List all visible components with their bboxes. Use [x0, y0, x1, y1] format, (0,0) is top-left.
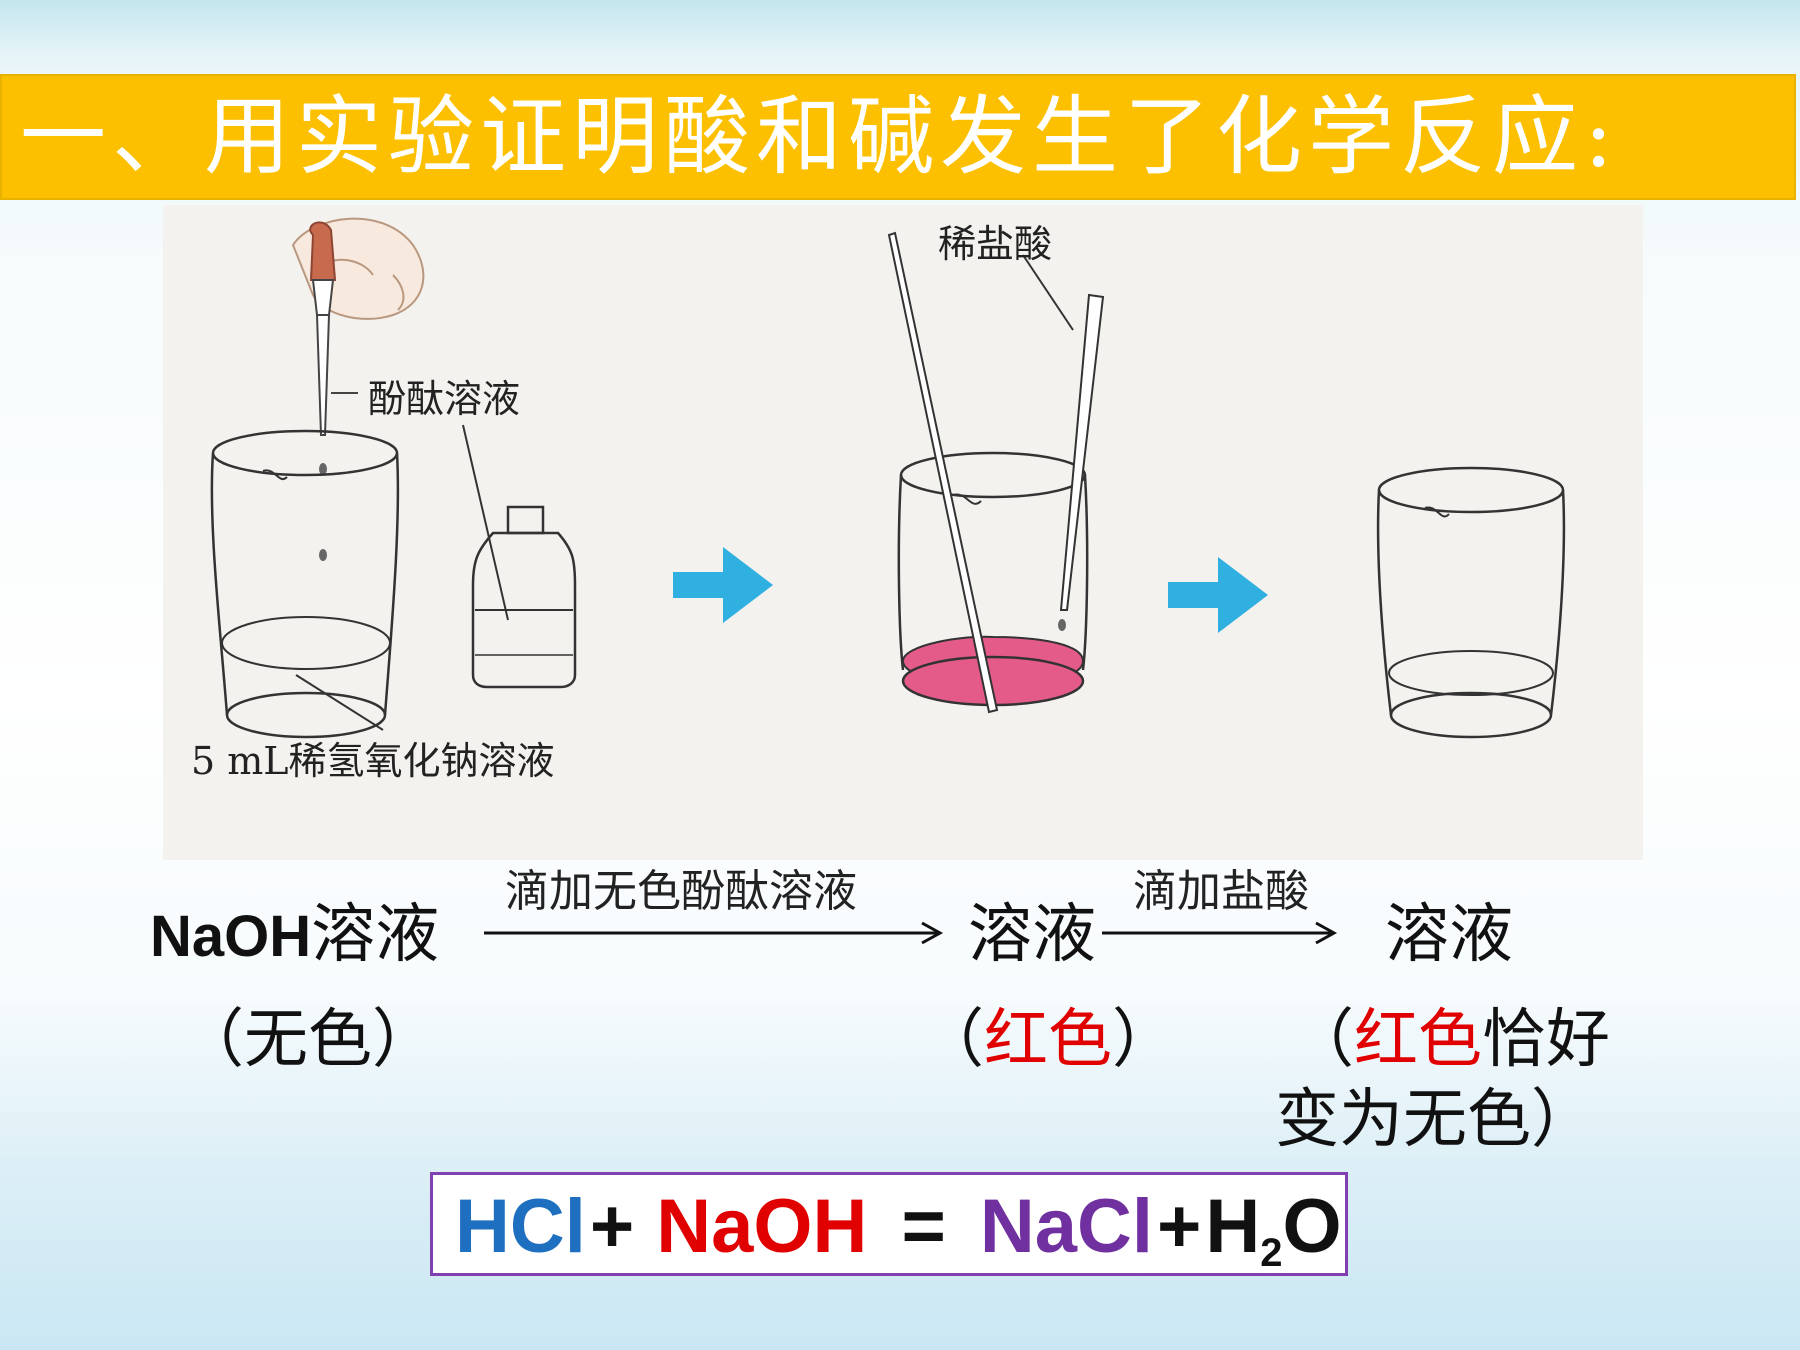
reaction-arrow-2	[1102, 921, 1338, 945]
drop	[319, 549, 327, 561]
beaker-1	[210, 429, 400, 739]
chemical-equation: HCl+NaOH=NaCl+H2O	[455, 1183, 1342, 1275]
water-o: O	[1282, 1184, 1342, 1269]
label-dilute-hcl: 稀盐酸	[938, 222, 1053, 266]
arrow-2	[1168, 557, 1268, 633]
solution-2: 溶液	[968, 898, 1096, 972]
state-colorless: （无色）	[180, 1003, 436, 1077]
flow-start: NaOH溶液	[150, 895, 439, 975]
slide-title: 一、用实验证明酸和碱发生了化学反应:	[20, 87, 1619, 187]
glass-rod	[887, 231, 999, 714]
drop	[319, 463, 327, 475]
naoh-formula: NaOH	[150, 904, 312, 969]
experiment-drawing	[163, 205, 1643, 860]
naoh-solution-suffix: 溶液	[311, 898, 440, 972]
state-red: （红色）	[920, 1000, 1176, 1080]
dropper-neck	[311, 279, 335, 316]
label-naoh-volume: 5 mL稀氢氧化钠溶液	[191, 739, 555, 783]
title-bar: 一、用实验证明酸和碱发生了化学反应:	[0, 74, 1796, 200]
just-text: 恰好	[1482, 1003, 1610, 1077]
reaction-arrow-1	[484, 921, 944, 945]
red-color-text: 红色	[984, 1003, 1112, 1077]
dropper-bulb	[309, 221, 337, 281]
state-red-to-colorless-line1: （红色恰好	[1290, 1000, 1610, 1080]
dropper-tube	[315, 314, 331, 436]
equals: =	[901, 1184, 946, 1269]
label-phenolphthalein: 酚酞溶液	[368, 377, 521, 421]
plus-2: +	[1156, 1184, 1202, 1269]
water-h: H	[1205, 1184, 1261, 1269]
arrow-1	[673, 547, 773, 623]
condition-1: 滴加无色酚酞溶液	[505, 866, 857, 917]
beaker-3	[1376, 466, 1566, 739]
beaker-2	[897, 451, 1089, 707]
solution-3: 溶液	[1385, 898, 1513, 972]
water-subscript: 2	[1260, 1231, 1283, 1275]
naoh: NaOH	[656, 1184, 868, 1269]
nacl: NaCl	[979, 1184, 1153, 1269]
red-color-text: 红色	[1354, 1003, 1482, 1077]
state-red-to-colorless-line2: 变为无色）	[1275, 1083, 1595, 1157]
reagent-bottle	[471, 505, 577, 689]
drop	[1058, 619, 1066, 631]
paren-open: （	[920, 1003, 984, 1077]
experiment-illustration: 酚酞溶液 5 mL稀氢氧化钠溶液 稀盐酸	[163, 205, 1643, 860]
equation-box: HCl+NaOH=NaCl+H2O	[430, 1172, 1348, 1276]
paren-open: （	[1290, 1003, 1354, 1077]
paren-close: ）	[1112, 1003, 1176, 1077]
condition-2: 滴加盐酸	[1133, 866, 1309, 917]
hcl-dropper	[1059, 293, 1105, 611]
hcl: HCl	[455, 1184, 586, 1269]
plus-1: +	[589, 1184, 635, 1269]
